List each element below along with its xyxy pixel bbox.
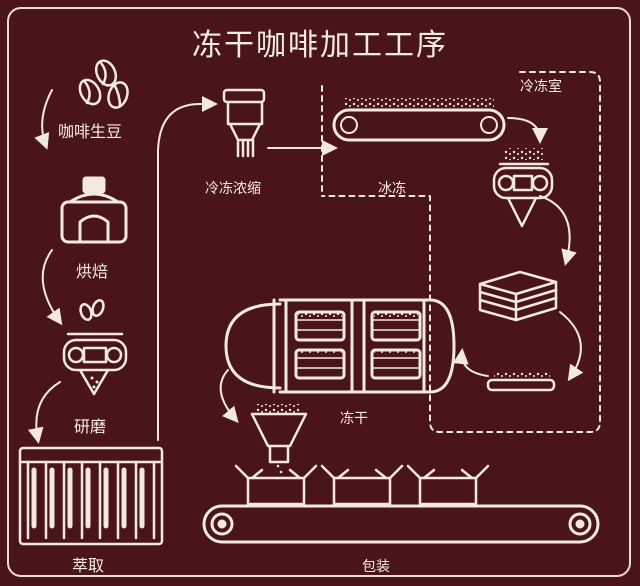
grinder-icon <box>62 299 128 396</box>
arrow-freeze-to-crusher <box>507 117 548 144</box>
arrow-block-to-granule <box>559 311 584 382</box>
concentrator-icon <box>222 88 266 158</box>
arrow-beans-to-roast <box>34 89 53 150</box>
dryer-trays-fill <box>298 312 418 355</box>
package-box-icon <box>320 464 404 506</box>
label-freeze-drying: 冻干 <box>340 411 368 427</box>
arrow-grind-to-extract <box>27 381 61 444</box>
outer-frame <box>7 7 631 577</box>
arrow-crusher-to-block <box>539 195 577 266</box>
page-title: 冻干咖啡加工工序 <box>192 28 448 63</box>
label-freezing: 冰冻 <box>378 181 406 197</box>
frozen-block-icon <box>478 270 558 322</box>
arrow-granule-to-dryer <box>452 348 489 377</box>
roaster-icon <box>60 176 128 244</box>
crusher-icon <box>492 162 554 228</box>
granule-tray-icon <box>486 372 556 392</box>
packaging-conveyor-icon <box>202 504 600 544</box>
crusher-beans <box>504 148 544 160</box>
label-packaging: 包装 <box>362 559 390 575</box>
label-cold-room: 冷冻室 <box>520 79 562 95</box>
coffee-beans-icon <box>78 59 129 109</box>
hopper-icon <box>250 412 308 464</box>
label-extraction: 萃取 <box>72 556 105 575</box>
label-roasting: 烘焙 <box>76 262 109 281</box>
hopper-granules <box>256 404 300 414</box>
extraction-tank-icon <box>18 446 164 546</box>
grinder-powder <box>90 376 99 389</box>
label-green-beans: 咖啡生豆 <box>58 122 123 141</box>
label-freeze-concentration: 冷冻浓缩 <box>205 181 261 197</box>
arrow-roast-to-grind <box>41 249 63 326</box>
label-grinding: 研磨 <box>74 417 107 436</box>
package-box-icon <box>234 464 318 506</box>
cold-room-border <box>321 71 601 433</box>
arrow-dryer-to-hopper <box>219 369 239 424</box>
arrow-extract-to-concentrate <box>157 96 218 441</box>
freezing-conveyor-icon <box>332 98 506 142</box>
package-box-icon <box>406 464 490 506</box>
